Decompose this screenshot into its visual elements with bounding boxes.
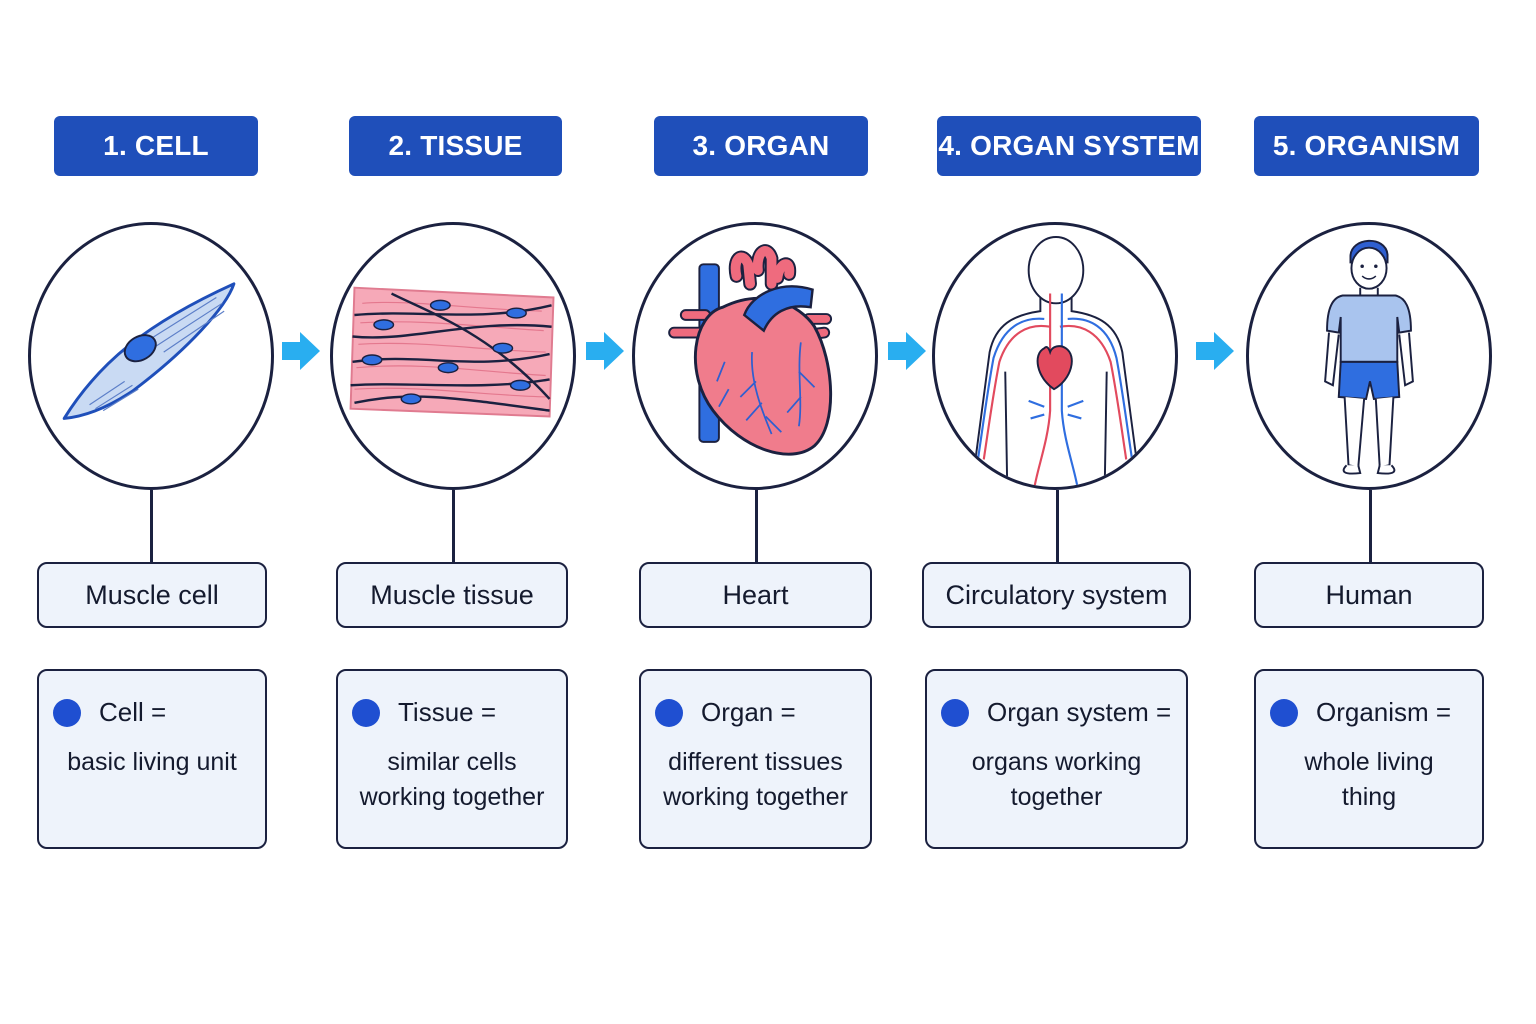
heading-organism: 5. ORGANISM <box>1254 116 1479 176</box>
organism-illustration <box>1246 222 1492 490</box>
example-label-organ-system: Circulatory system <box>922 562 1191 628</box>
heading-organ-system: 4. ORGAN SYSTEM <box>937 116 1201 176</box>
connector-line <box>755 490 758 562</box>
heading-tissue: 2. TISSUE <box>349 116 562 176</box>
definition-text: organs working together <box>971 748 1142 811</box>
definition-text: basic living unit <box>67 748 237 776</box>
connector-line <box>452 490 455 562</box>
bullet-icon <box>941 698 969 727</box>
bullet-icon <box>352 698 380 727</box>
arrow-right-icon <box>888 332 926 370</box>
connector-line <box>1369 490 1372 562</box>
arrow-right-icon <box>282 332 320 370</box>
heart-icon <box>668 244 833 456</box>
arrow-right-icon <box>586 332 624 370</box>
tissue-illustration <box>330 222 576 490</box>
bullet-icon <box>655 698 683 727</box>
connector-line <box>1056 490 1059 562</box>
example-label-tissue: Muscle tissue <box>336 562 568 628</box>
human-icon <box>1324 239 1414 475</box>
definition-term: Organ system = <box>987 697 1172 727</box>
definition-card-organ: Organ = different tissues working togeth… <box>639 669 872 849</box>
definition-text: different tissues working together <box>663 748 848 811</box>
definition-term: Tissue = <box>398 697 497 727</box>
example-label-organ: Heart <box>639 562 872 628</box>
circulatory-system-icon <box>975 235 1137 487</box>
definition-card-organism: Organism = whole living thing <box>1254 669 1484 849</box>
cell-illustration <box>28 222 274 490</box>
definition-term: Organ = <box>701 697 796 727</box>
definition-text: whole living thing <box>1304 748 1434 811</box>
definition-card-tissue: Tissue = similar cells working together <box>336 669 568 849</box>
definition-term: Organism = <box>1316 697 1452 727</box>
definition-term: Cell = <box>99 697 167 727</box>
heading-cell: 1. CELL <box>54 116 258 176</box>
connector-line <box>150 490 153 562</box>
example-label-cell: Muscle cell <box>37 562 267 628</box>
definition-card-cell: Cell = basic living unit <box>37 669 267 849</box>
definition-card-organ-system: Organ system = organs working together <box>925 669 1188 849</box>
arrow-right-icon <box>1196 332 1234 370</box>
bullet-icon <box>1270 698 1298 727</box>
example-label-organism: Human <box>1254 562 1484 628</box>
bullet-icon <box>53 698 81 727</box>
organ-system-illustration <box>932 222 1178 490</box>
muscle-tissue-icon <box>349 286 555 418</box>
organ-illustration <box>632 222 878 490</box>
heading-organ: 3. ORGAN <box>654 116 868 176</box>
definition-text: similar cells working together <box>359 748 545 811</box>
muscle-cell-icon <box>62 282 236 420</box>
